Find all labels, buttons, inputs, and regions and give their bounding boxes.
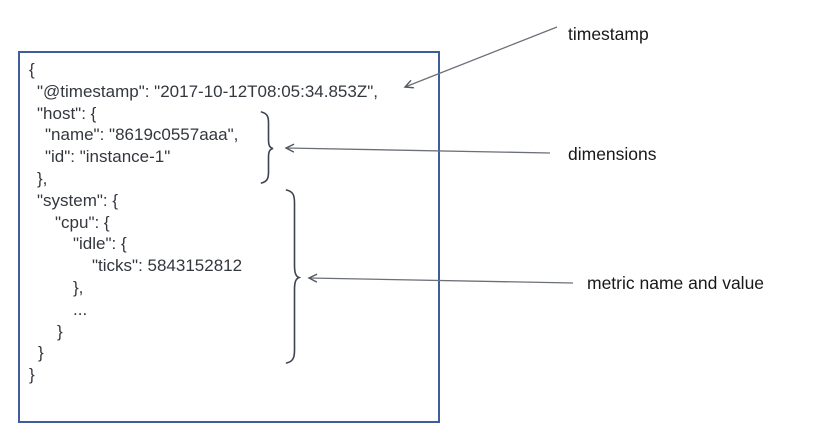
code-line: "system": { xyxy=(37,190,119,210)
code-line: }, xyxy=(73,277,84,297)
dimensions-label: dimensions xyxy=(568,144,657,164)
code-line: "name": "8619c0557aaa", xyxy=(45,125,239,145)
code-line: "host": { xyxy=(37,103,97,123)
code-line: } xyxy=(57,321,63,341)
code-line: "id": "instance-1" xyxy=(45,147,171,167)
json-document-box: {"@timestamp": "2017-10-12T08:05:34.853Z… xyxy=(18,51,440,423)
code-line: "ticks": 5843152812 xyxy=(92,256,243,276)
code-line: }, xyxy=(37,168,48,188)
code-line: ... xyxy=(73,299,88,319)
code-line: "cpu": { xyxy=(55,212,110,232)
code-line: "@timestamp": "2017-10-12T08:05:34.853Z"… xyxy=(37,81,378,101)
code-line: } xyxy=(29,365,35,385)
code-line: } xyxy=(38,343,44,363)
code-line: "idle": { xyxy=(73,234,127,254)
code-line: { xyxy=(29,60,35,79)
metric-name-value-label: metric name and value xyxy=(587,273,765,293)
timestamp-label: timestamp xyxy=(568,24,649,44)
json-code-block: {"@timestamp": "2017-10-12T08:05:34.853Z… xyxy=(20,53,438,386)
